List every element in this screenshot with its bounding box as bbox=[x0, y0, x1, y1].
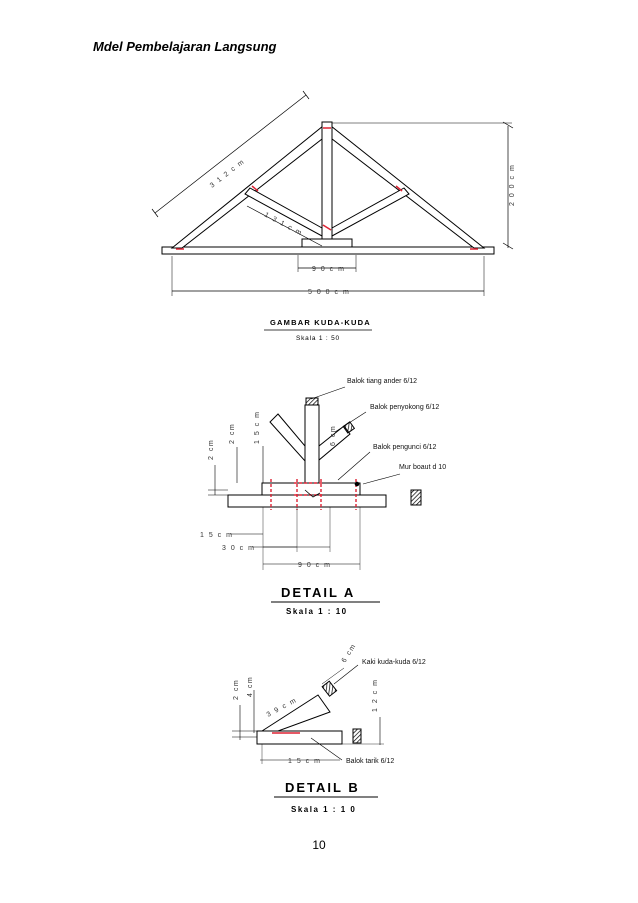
truss-scale: Skala 1 : 50 bbox=[296, 335, 340, 342]
detail-a-dim-2cm-a: 2 cm bbox=[208, 439, 215, 460]
page-number: 10 bbox=[312, 838, 326, 852]
detail-a-tie-beam bbox=[227, 494, 387, 508]
truss-tie-beam bbox=[161, 246, 495, 255]
detail-a-dim-15cm: 1 5 c m bbox=[200, 532, 233, 539]
detail-a-section-post bbox=[305, 397, 319, 406]
truss-dim-center: 9 0 c m bbox=[312, 266, 345, 273]
detail-a-dim-90cm: 9 0 c m bbox=[298, 562, 331, 569]
detail-a-dim-15cm-v: 1 5 c m bbox=[254, 411, 261, 444]
detail-a-drawing bbox=[208, 386, 422, 570]
detail-a-post bbox=[304, 404, 320, 484]
detail-b-section-beam bbox=[352, 728, 362, 744]
detail-b-label-rafter: Kaki kuda-kuda 6/12 bbox=[362, 659, 426, 666]
detail-a-dim-2cm-b: 2 cm bbox=[229, 423, 236, 444]
detail-a-dim-30cm: 3 0 c m bbox=[222, 545, 255, 552]
detail-b-dim-2cm: 2 cm bbox=[233, 679, 240, 700]
detail-b-dim-12cm: 1 2 c m bbox=[372, 679, 379, 712]
truss-left-rafter bbox=[170, 125, 332, 249]
detail-b-drawing bbox=[232, 664, 384, 764]
detail-a-label-bolt: Mur boaut d 10 bbox=[399, 464, 446, 471]
truss-dim-span: 5 0 0 c m bbox=[308, 289, 350, 296]
truss-dim-height: 2 0 0 c m bbox=[509, 164, 516, 206]
detail-a-dim-6cm: 6 cm bbox=[330, 425, 337, 446]
document-header: Mdel Pembelajaran Langsung bbox=[93, 39, 277, 54]
detail-b-dim-6cm: 6 cm bbox=[341, 642, 358, 664]
detail-a-left-brace bbox=[269, 413, 306, 463]
detail-b-tie-beam bbox=[256, 730, 343, 745]
detail-a-lock-beam bbox=[261, 482, 361, 496]
detail-a-scale: Skala 1 : 10 bbox=[286, 607, 348, 616]
detail-b-label-tie: Balok tarik 6/12 bbox=[346, 758, 394, 765]
truss-right-rafter bbox=[322, 125, 486, 249]
detail-b-section-rafter bbox=[321, 680, 338, 697]
truss-title: GAMBAR KUDA-KUDA bbox=[270, 318, 371, 327]
detail-b-dim-15cm: 1 5 c m bbox=[288, 758, 321, 765]
truss-right-brace bbox=[331, 187, 410, 237]
truss-center-clamp bbox=[301, 238, 353, 248]
detail-a-section-beam bbox=[410, 489, 422, 506]
detail-b-scale: Skala 1 : 1 0 bbox=[291, 805, 356, 814]
detail-b-title: DETAIL B bbox=[285, 780, 360, 795]
detail-a-label-post: Balok tiang ander 6/12 bbox=[347, 378, 417, 385]
detail-b-dim-4cm: 4 cm bbox=[247, 676, 254, 697]
detail-a-label-lock: Balok pengunci 6/12 bbox=[373, 444, 437, 451]
truss-drawing bbox=[151, 90, 514, 296]
truss-left-brace bbox=[244, 187, 323, 237]
truss-dim-rafter: 3 1 2 c m bbox=[209, 158, 247, 190]
detail-b-rafter bbox=[260, 694, 331, 732]
detail-a-label-brace: Balok penyokong 6/12 bbox=[370, 404, 439, 411]
detail-a-title: DETAIL A bbox=[281, 585, 355, 600]
